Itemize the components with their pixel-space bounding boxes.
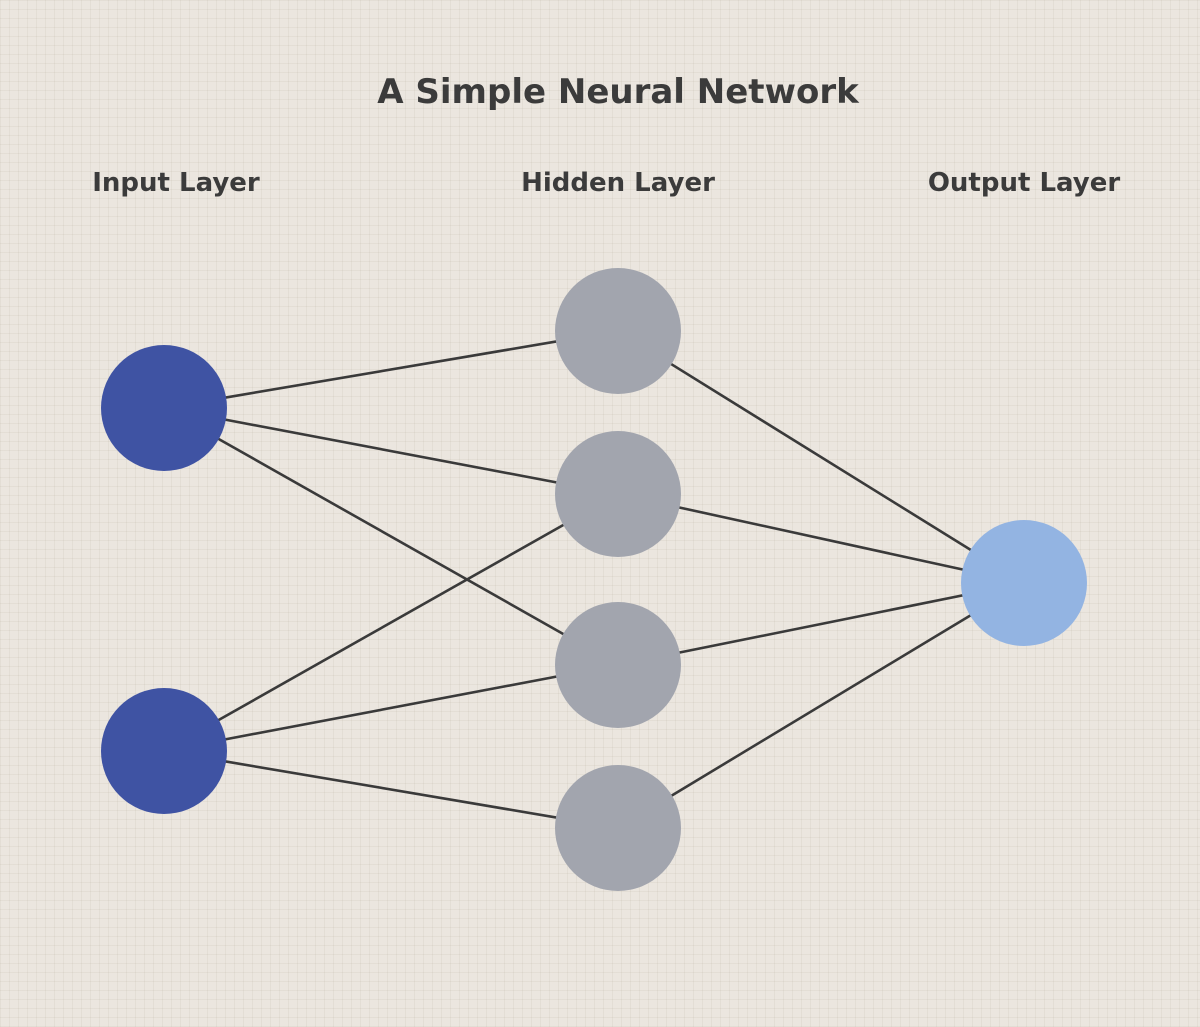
neurons bbox=[101, 268, 1087, 891]
input-node-1 bbox=[101, 345, 227, 471]
edge-hidden-2-to-output-0 bbox=[677, 586, 986, 655]
edge-hidden-0-to-output-0 bbox=[669, 362, 991, 564]
hidden-node-2 bbox=[555, 431, 681, 557]
connections bbox=[216, 333, 991, 826]
edge-input-1-to-hidden-1 bbox=[216, 512, 585, 723]
diagram-title: A Simple Neural Network bbox=[377, 72, 860, 112]
hidden-node-4 bbox=[555, 765, 681, 891]
hidden-node-3 bbox=[555, 602, 681, 728]
hidden-node-1 bbox=[555, 268, 681, 394]
edge-hidden-1-to-output-0 bbox=[677, 505, 986, 579]
hidden-layer-label: Hidden Layer bbox=[521, 168, 715, 198]
input-node-2 bbox=[101, 688, 227, 814]
input-layer-label: Input Layer bbox=[92, 168, 260, 198]
edge-input-0-to-hidden-0 bbox=[223, 333, 580, 400]
output-layer-label: Output Layer bbox=[928, 168, 1121, 198]
edge-input-1-to-hidden-3 bbox=[223, 759, 580, 826]
edge-input-1-to-hidden-2 bbox=[223, 668, 580, 741]
output-node-1 bbox=[961, 520, 1087, 646]
edge-input-0-to-hidden-2 bbox=[216, 436, 585, 647]
edge-input-0-to-hidden-1 bbox=[223, 418, 580, 491]
edge-hidden-3-to-output-0 bbox=[669, 602, 991, 798]
